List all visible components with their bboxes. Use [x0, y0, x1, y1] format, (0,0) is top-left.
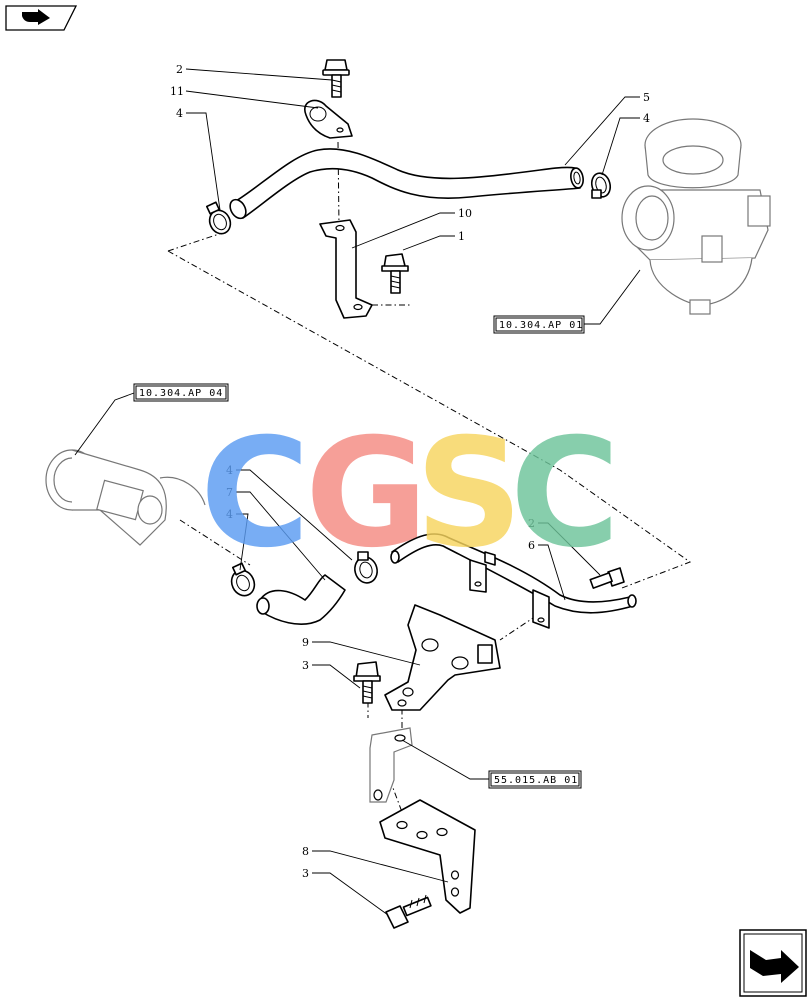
callout-4b: 4: [643, 112, 650, 125]
callout-10: 10: [458, 207, 472, 220]
bracket-9: [384, 604, 501, 711]
callout-6: 6: [528, 539, 535, 552]
mount-bracket-ghost: [369, 727, 413, 803]
bolt-3b: [385, 894, 432, 929]
hose-clamp-4a: [205, 201, 232, 235]
callout-2b: 2: [528, 517, 535, 530]
hose-5: [229, 148, 584, 220]
bolt-1: [381, 253, 409, 294]
ref-box-top-right[interactable]: 10.304.AP 01: [493, 315, 585, 334]
next-page-arrow-icon[interactable]: [739, 929, 807, 997]
callout-2a: 2: [176, 63, 183, 76]
p-clamp-11: [304, 99, 353, 139]
callout-8: 8: [302, 845, 309, 858]
callout-3b: 3: [302, 867, 309, 880]
hose-clamp-4c: [230, 562, 256, 597]
pipe-6: [390, 533, 637, 629]
hose-7: [256, 574, 346, 625]
watermark-letter-s: S: [415, 407, 523, 581]
bolt-3a: [353, 661, 381, 704]
callout-1: 1: [458, 230, 465, 243]
bolt-2a: [322, 59, 350, 98]
watermark-letter-g: G: [305, 407, 428, 581]
coolant-outlet-ghost: [45, 449, 206, 546]
callout-11: 11: [170, 85, 184, 98]
callout-7: 7: [226, 486, 233, 499]
watermark-logo: C G S C: [200, 407, 620, 581]
callout-3a: 3: [302, 659, 309, 672]
callout-numbers: 2 11 4 5 4 10 1 4 7 4 2 6 9 3 8 3: [170, 63, 650, 880]
callout-4d: 4: [226, 508, 233, 521]
ref-box-bottom[interactable]: 55.015.AB 01: [488, 770, 582, 789]
hose-clamp-4d: [354, 551, 378, 584]
watermark-letter-c2: C: [510, 407, 620, 581]
fuel-filter-ghost: [621, 118, 771, 315]
callout-5: 5: [643, 91, 650, 104]
callout-9: 9: [302, 636, 309, 649]
bolt-2b: [589, 567, 625, 589]
hose-clamp-4b: [590, 172, 612, 199]
arrow-right-icon[interactable]: [5, 5, 78, 31]
svg-text:55.015.AB 01: 55.015.AB 01: [494, 775, 578, 786]
watermark-letter-c1: C: [200, 407, 310, 581]
svg-text:10.304.AP 01: 10.304.AP 01: [499, 320, 583, 331]
ref-box-middle-left[interactable]: 10.304.AP 04: [133, 383, 229, 402]
bracket-10: [319, 219, 373, 319]
bracket-8: [379, 799, 476, 914]
callout-4c: 4: [226, 464, 233, 477]
leader-lines: [74, 68, 641, 916]
callout-4a: 4: [176, 107, 183, 120]
svg-text:10.304.AP 04: 10.304.AP 04: [139, 388, 223, 399]
